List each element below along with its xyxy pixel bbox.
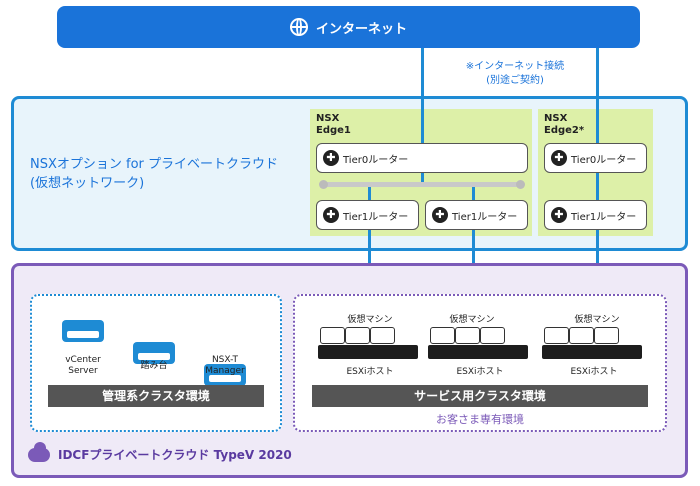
nsx-title-line1: NSXオプション for プライベートクラウド xyxy=(30,157,279,172)
link-to-tier1-a xyxy=(368,182,371,200)
edge2-label-line1: NSX xyxy=(544,113,568,124)
private-cloud-label: IDCFプライベートクラウド TypeV 2020 xyxy=(58,448,292,462)
dedicated-environment-label: お客さま専有環境 xyxy=(436,413,524,426)
globe-icon xyxy=(289,18,308,36)
note-line1: ※インターネット接続 xyxy=(465,61,565,72)
edge1-label: NSX Edge1 xyxy=(316,113,351,137)
edge2-tier0-label: Tier0ルーター xyxy=(571,154,637,166)
router-icon xyxy=(323,207,339,223)
service-cluster-label: サービス用クラスタ環境 xyxy=(312,385,648,407)
edge2-tier1-label: Tier1ルーター xyxy=(571,211,637,223)
vm-icon xyxy=(345,327,370,344)
nsxt-manager-label: NSX-T Manager xyxy=(190,355,260,377)
service-cluster-box xyxy=(293,294,667,432)
link-internet-edge2 xyxy=(596,48,599,143)
cloud-icon xyxy=(28,441,50,462)
link-edge1-tier0-down xyxy=(421,172,424,184)
internet-bar: インターネット xyxy=(57,6,640,48)
edge1-tier1-b-label: Tier1ルーター xyxy=(452,211,518,223)
edge1-label-line1: NSX xyxy=(316,113,340,124)
edge2-label-line2: Edge2* xyxy=(544,125,585,136)
link-internet-edge1 xyxy=(421,48,424,143)
edge1-tier0-label: Tier0ルーター xyxy=(343,154,409,166)
vm-icon xyxy=(370,327,395,344)
vm-icon xyxy=(480,327,505,344)
server-icon xyxy=(62,320,104,342)
edge1-tier0-router: Tier0ルーター xyxy=(316,143,528,173)
bastion-label: 踏み台 xyxy=(119,361,189,372)
management-cluster-label: 管理系クラスタ環境 xyxy=(48,385,264,407)
internet-connection-note: ※インターネット接続 (別途ご契約) xyxy=(440,60,590,88)
interconnect-dot-right xyxy=(516,180,525,189)
host3-vm-label: 仮想マシン xyxy=(574,315,620,325)
host2-label: ESXiホスト xyxy=(456,367,504,377)
vm-icon xyxy=(320,327,345,344)
link-edge2-tier0-tier1 xyxy=(596,172,599,200)
esxi-host-icon xyxy=(542,345,642,359)
server-icon xyxy=(204,364,246,386)
esxi-host-icon xyxy=(428,345,528,359)
private-cloud-title: IDCFプライベートクラウド TypeV 2020 xyxy=(28,441,292,463)
nsxt-line1: NSX-T xyxy=(211,355,239,365)
nsxt-line2: Manager xyxy=(205,366,245,376)
host1-label: ESXiホスト xyxy=(346,367,394,377)
internet-label: インターネット xyxy=(315,21,407,37)
server-icon xyxy=(133,342,175,364)
edge1-tier1-a-label: Tier1ルーター xyxy=(343,211,409,223)
edge1-tier1-router-a: Tier1ルーター xyxy=(316,200,419,230)
vm-icon xyxy=(594,327,619,344)
edge1-label-line2: Edge1 xyxy=(316,125,351,136)
router-icon xyxy=(551,207,567,223)
edge2-label: NSX Edge2* xyxy=(544,113,584,137)
edge2-tier1-router: Tier1ルーター xyxy=(544,200,647,230)
vcenter-server-label: vCenter Server xyxy=(48,355,118,377)
note-line2: (別途ご契約) xyxy=(486,75,544,86)
edge1-interconnect xyxy=(322,182,522,187)
vcenter-line1: vCenter xyxy=(65,355,101,365)
router-icon xyxy=(551,150,567,166)
vm-icon xyxy=(569,327,594,344)
esxi-host-icon xyxy=(318,345,418,359)
edge2-tier0-router: Tier0ルーター xyxy=(544,143,647,173)
vm-icon xyxy=(455,327,480,344)
nsx-option-title: NSXオプション for プライベートクラウド (仮想ネットワーク) xyxy=(30,155,278,193)
vcenter-line2: Server xyxy=(68,366,98,376)
router-icon xyxy=(323,150,339,166)
edge1-tier1-router-b: Tier1ルーター xyxy=(425,200,528,230)
host1-vm-label: 仮想マシン xyxy=(347,315,393,325)
router-icon xyxy=(432,207,448,223)
nsx-title-line2: (仮想ネットワーク) xyxy=(30,176,145,191)
host2-vm-label: 仮想マシン xyxy=(449,315,495,325)
host3-label: ESXiホスト xyxy=(570,367,618,377)
vm-icon xyxy=(544,327,569,344)
vm-icon xyxy=(430,327,455,344)
interconnect-dot-left xyxy=(319,180,328,189)
bastion-line1: 踏み台 xyxy=(140,361,168,371)
link-to-tier1-b xyxy=(472,182,475,200)
